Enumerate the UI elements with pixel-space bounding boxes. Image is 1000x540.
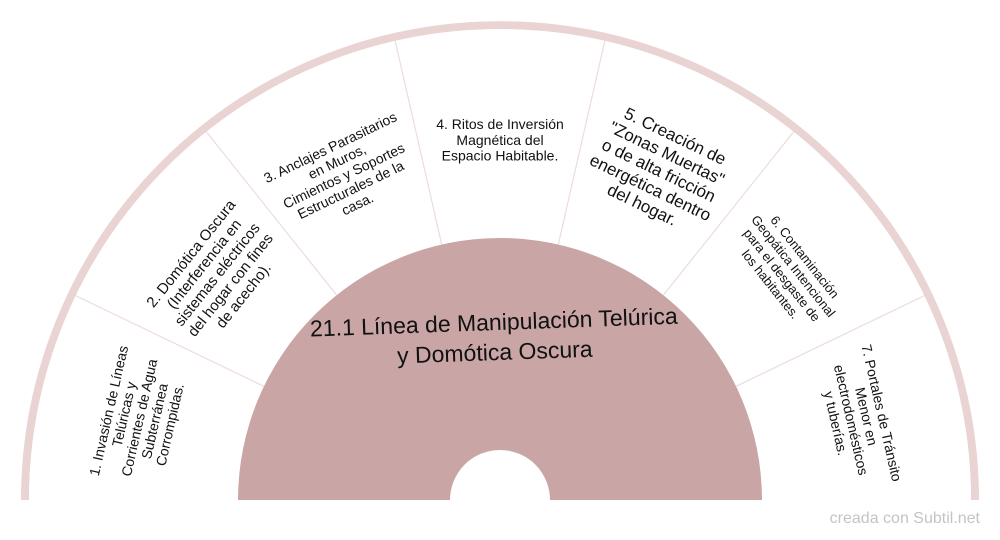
segment-divider xyxy=(205,131,338,296)
segment-dividers xyxy=(75,40,925,387)
segment-divider xyxy=(662,131,795,296)
segment-divider xyxy=(75,295,265,387)
credit-text: creada con Subtil.net xyxy=(829,510,980,527)
segment-divider xyxy=(394,40,443,245)
segment-label-line: 4. Ritos de Inversión xyxy=(436,116,564,132)
segment-divider xyxy=(735,295,925,387)
outer-rim-arc xyxy=(21,21,979,501)
segment-label-line: Espacio Habitable. xyxy=(442,148,559,164)
segment-divider xyxy=(557,40,606,245)
center-ring xyxy=(238,238,762,500)
segment-label-line: Magnética del xyxy=(456,132,543,148)
